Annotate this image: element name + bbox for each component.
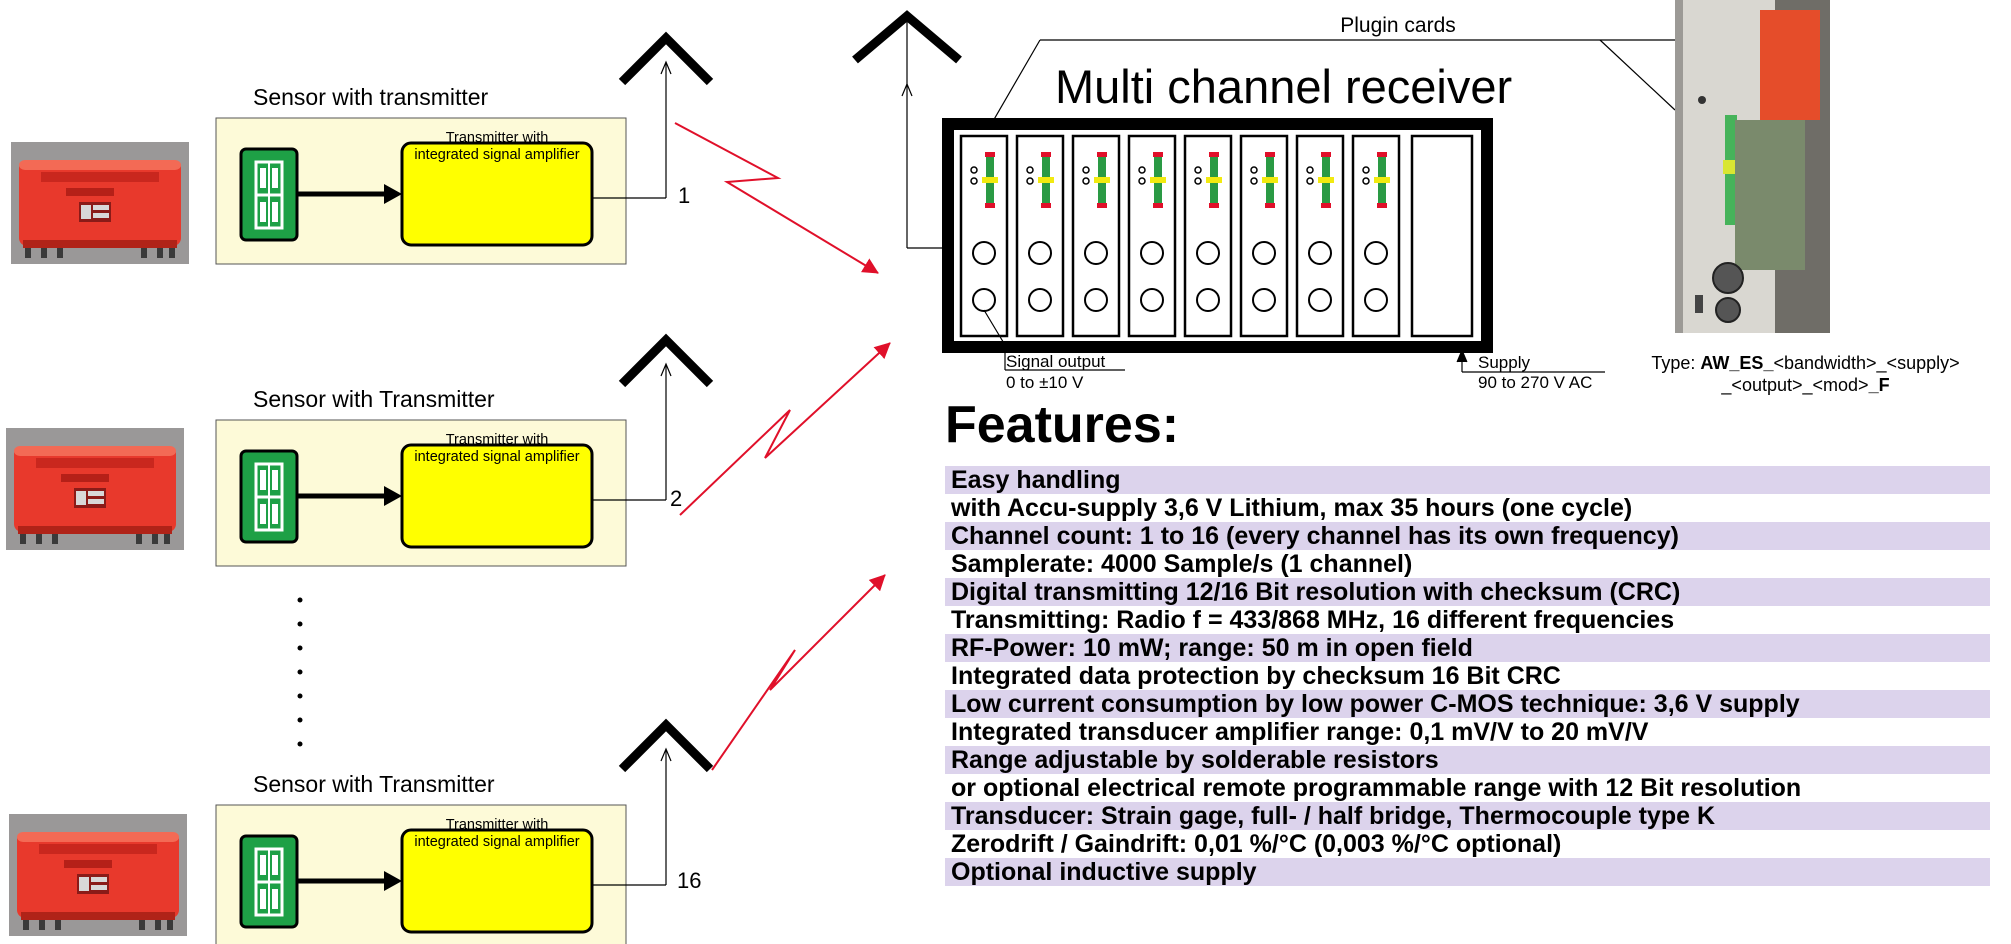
feature-item: Channel count: 1 to 16 (every channel ha… [945,522,1990,550]
transmitter-row-1: Sensor with transmitter Transmitter with… [11,38,710,264]
feature-item: Samplerate: 4000 Sample/s (1 channel) [951,550,1413,578]
receiver-antenna-icon [852,10,962,64]
plugin-card [1183,134,1233,338]
channel-number: 2 [670,486,682,511]
supply-range: 90 to 270 V AC [1478,373,1592,392]
feature-item: Low current consumption by low power C-M… [945,690,1990,718]
feature-item: or optional electrical remote programmab… [951,774,1802,802]
channel-number: 16 [677,868,701,893]
plugin-card [1239,134,1289,338]
plugin-cards-label: Plugin cards [1340,14,1456,37]
supply-label: Supply [1478,353,1530,372]
sensor-photo [11,142,189,264]
plugin-card-photo [1675,0,1830,333]
radio-link-1 [674,122,879,274]
amplifier-label-line2: integrated signal amplifier [414,147,579,163]
feature-item: with Accu-supply 3,6 V Lithium, max 35 h… [951,494,1633,522]
signal-output-label: Signal output [1006,352,1106,371]
amplifier-label-line1: Transmitter with [446,130,549,146]
plugin-card [1015,134,1065,338]
receiver: Plugin cards Multi channel receiver Sign… [852,10,1676,392]
plugin-card-empty-slot [1410,134,1474,338]
transmitter-row-2: Sensor with Transmitter Transmitter with… [6,340,710,566]
signal-output-range: 0 to ±10 V [1006,373,1084,392]
amplifier-label-line2: integrated signal amplifier [414,449,579,465]
plugin-card [1351,134,1401,338]
plugin-card [1295,134,1345,338]
sensor-photo [9,814,187,936]
channel-number: 1 [678,183,690,208]
feature-item: Integrated transducer amplifier range: 0… [951,718,1649,746]
feature-item: Zerodrift / Gaindrift: 0,01 %/°C (0,003 … [951,830,1562,858]
feature-item: Digital transmitting 12/16 Bit resolutio… [945,578,1990,606]
type-code-part4: _F [1868,375,1890,395]
amplifier-label-line1: Transmitter with [446,432,549,448]
plugin-card [1071,134,1121,338]
radio-link-2 [679,342,891,516]
feature-item: Integrated data protection by checksum 1… [951,662,1561,690]
type-code-prefix: Type: [1651,353,1701,373]
features-list: Easy handling with Accu-supply 3,6 V Lit… [945,466,1990,944]
feature-item: Transducer: Strain gage, full- / half br… [945,802,1990,830]
radio-link-16 [711,574,886,771]
type-code-part2: <bandwidth>_<supply> [1773,353,1960,373]
ellipsis-dots [297,597,303,747]
type-code-part3: _<output>_<mod> [1721,375,1869,395]
feature-item: Optional inductive supply [945,858,1990,886]
transmitter-title: Sensor with Transmitter [253,386,495,412]
transmitter-row-16: Sensor with Transmitter Transmitter with… [9,725,710,944]
type-code-part1: AW_ES_ [1700,353,1774,373]
amplifier-label-line1: Transmitter with [446,817,549,833]
amplifier-label-line2: integrated signal amplifier [414,834,579,850]
feature-item: RF-Power: 10 mW; range: 50 m in open fie… [945,634,1990,662]
feature-item: Range adjustable by solderable resistors [945,746,1990,774]
receiver-title: Multi channel receiver [1055,60,1512,113]
type-code: Type: AW_ES_<bandwidth>_<supply> _<outpu… [1600,352,2011,396]
feature-item: Transmitting: Radio f = 433/868 MHz, 16 … [951,606,1675,634]
sensor-photo [6,428,184,550]
transmitter-title: Sensor with transmitter [253,84,489,110]
feature-item: Easy handling [945,466,1990,494]
plugin-card [959,134,1009,338]
features-title: Features: [945,396,1180,454]
transmitter-title: Sensor with Transmitter [253,771,495,797]
plugin-card [1127,134,1177,338]
